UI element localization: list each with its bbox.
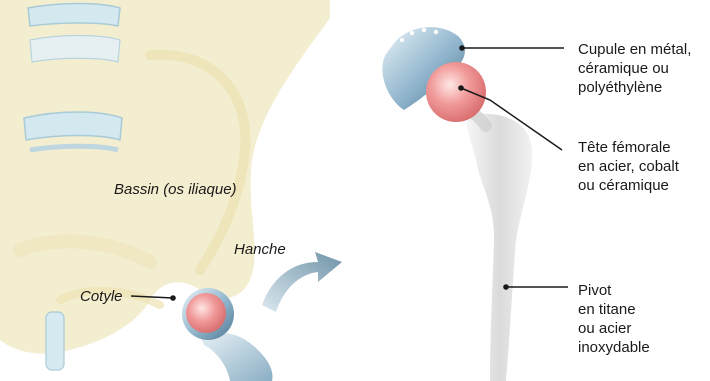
prosthesis-cup-head <box>382 27 486 122</box>
label-cupule: Cupule en métal, céramique ou polyéthylè… <box>578 40 691 97</box>
label-cotyle: Cotyle <box>80 287 123 306</box>
prosthesis-stem <box>448 100 532 381</box>
curved-arrow-icon <box>262 252 342 312</box>
femur-left <box>182 288 272 381</box>
label-bassin: Bassin (os iliaque) <box>114 180 237 199</box>
label-pivot: Pivot en titane ou acier inoxydable <box>578 281 650 357</box>
label-tete: Tête fémorale en acier, cobalt ou cérami… <box>578 138 679 195</box>
label-hanche: Hanche <box>234 240 286 259</box>
